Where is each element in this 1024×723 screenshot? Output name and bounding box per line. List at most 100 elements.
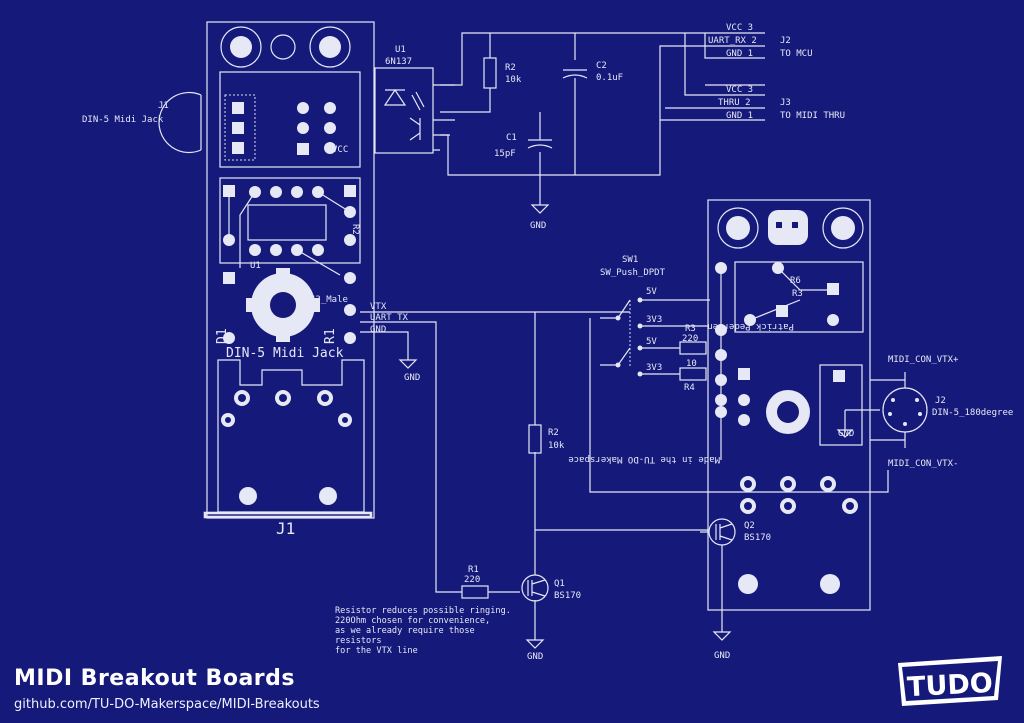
r4-value: 10	[686, 359, 697, 369]
pcb-right-silk-line1: Made in the TU-DO Makerspace	[568, 454, 720, 464]
q2-transistor: Q2 BS170 GND	[700, 518, 771, 661]
c1-symbol	[527, 139, 553, 149]
note-line: 220Ohm chosen for convenience,	[335, 616, 491, 626]
pcb-right-ref-r3: R3	[792, 289, 803, 299]
r1-ref: R1	[468, 565, 479, 575]
tudo-logo-text: TUDO	[906, 668, 993, 703]
j2-right-value: DIN-5_180degree	[932, 408, 1013, 418]
pcb-left-ref-vcc: VCC	[332, 145, 348, 155]
r2-top-symbol	[483, 57, 497, 89]
r4-ref: R4	[684, 383, 695, 393]
q2-symbol	[708, 518, 736, 546]
gnd-label-j2: GND	[838, 429, 854, 439]
pcb-left-silk-title: DIN-5 Midi Jack	[226, 346, 344, 361]
j2-top-pin-3: VCC 3	[726, 23, 753, 33]
pcb-left-outline	[206, 21, 375, 519]
c2-ref: C2	[596, 61, 607, 71]
c1-ref: C1	[506, 133, 517, 143]
gnd-symbol	[530, 204, 550, 214]
sw1-switch: SW1 SW_Push_DPDT 5V 3V3 5V 3V3 R3 220 10…	[589, 255, 889, 493]
j2-top-value: TO MCU	[780, 49, 813, 59]
r3-ref: R3	[685, 324, 696, 334]
j1-ref: J1	[158, 101, 169, 111]
r2-mid-ref: R2	[548, 428, 559, 438]
mount-hole-icon	[230, 36, 252, 58]
pcb-left-ref-r1: R1	[323, 328, 338, 344]
r3-value: 220	[682, 334, 698, 344]
gnd-label-left: GND	[404, 373, 420, 383]
u1-optocoupler: U1 6N137	[374, 45, 455, 154]
j2-top-ref: J2	[780, 36, 791, 46]
j2-right-ref: J2	[935, 396, 946, 406]
j2-top-connector: VCC 3 UART_RX 2 GND 1 J2 TO MCU VCC 3 TH…	[708, 23, 845, 121]
net-vtx: VTX	[370, 302, 387, 312]
ghost-logo-icon	[768, 210, 808, 245]
mount-hole-icon	[319, 36, 341, 58]
u1-value: 6N137	[385, 57, 412, 67]
gnd-label-q1: GND	[527, 652, 543, 662]
r2-top-value: 10k	[505, 75, 522, 85]
gnd-label-top: GND	[530, 221, 546, 231]
pcb-left-board-label: J1	[276, 519, 295, 538]
pcb-right-ref-r6: R6	[790, 276, 801, 286]
q1-value: BS170	[554, 591, 581, 601]
q1-ref: Q1	[554, 579, 565, 589]
pcb-left-edge	[203, 511, 373, 519]
page-title: MIDI Breakout Boards	[14, 666, 295, 691]
r2-mid-symbol	[528, 424, 542, 454]
j1-value: DIN-5 Midi Jack	[82, 115, 164, 125]
r2-mid-value: 10k	[548, 441, 565, 451]
q2-ref: Q2	[744, 521, 755, 531]
q1-symbol	[521, 574, 549, 602]
sw1-pin-3v3-b: 3V3	[646, 363, 662, 373]
r3-symbol	[679, 341, 707, 355]
sw1-pin-3v3-a: 3V3	[646, 315, 662, 325]
j3-value: TO MIDI THRU	[780, 111, 845, 121]
r2-top-ref: R2	[505, 63, 516, 73]
sw1-ref: SW1	[622, 255, 638, 265]
top-wiring: R2 10k C2 0.1uF C1 15pF GND	[440, 32, 765, 231]
j1-din-jack-symbol: J1 DIN-5 Midi Jack	[82, 91, 202, 154]
q2-value: BS170	[744, 533, 771, 543]
c1-value: 15pF	[494, 149, 516, 159]
pcb-left-ref-u1: U1	[250, 261, 261, 271]
j2-right-din-symbol: MIDI_CON_VTX+ MIDI_CON_VTX- J2 DIN-5_180…	[836, 355, 1013, 469]
j3-pin-3: VCC 3	[726, 85, 753, 95]
note-line: as we already require those resistors	[335, 626, 475, 646]
r4-symbol	[679, 367, 707, 381]
r1-value: 220	[464, 575, 480, 585]
tudo-logo: TUDO	[898, 656, 1002, 706]
resistor-note: Resistor reduces possible ringing. 220Oh…	[335, 606, 525, 656]
j3-ref: J3	[780, 98, 791, 108]
gnd-label-q2: GND	[714, 651, 730, 661]
j2-top-pin-2: UART_RX 2	[708, 36, 757, 46]
r1-symbol	[461, 585, 489, 599]
j3-pin-2: THRU 2	[718, 98, 751, 108]
net-midi-con-vtx-plus: MIDI_CON_VTX+	[888, 355, 959, 365]
net-midi-con-vtx-minus: MIDI_CON_VTX-	[888, 459, 958, 469]
u1-ref: U1	[395, 45, 406, 55]
c2-symbol	[562, 69, 588, 79]
c2-value: 0.1uF	[596, 73, 623, 83]
note-line: Resistor reduces possible ringing.	[335, 606, 511, 616]
mount-hole-icon	[831, 216, 855, 240]
note-line: for the VTX line	[335, 646, 418, 656]
j2-top-pin-1: GND 1	[726, 49, 753, 59]
pcb-left: DIN-5 Midi Jack J1 J3_Male D1 R1 R2 U1 V…	[203, 21, 375, 538]
repo-link[interactable]: github.com/TU-DO-Makerspace/MIDI-Breakou…	[14, 697, 320, 712]
sw1-value: SW_Push_DPDT	[600, 268, 666, 278]
pcb-right-silk-line2: Patrick Pedersen	[707, 321, 794, 331]
mount-hole-icon	[726, 216, 750, 240]
pcb-left-ref-r2: R2	[350, 224, 360, 235]
pcb-right: Patrick Pedersen Made in the TU-DO Maker…	[568, 199, 871, 611]
pcb-left-ref-d1: D1	[215, 328, 230, 344]
net-gnd: GND	[370, 325, 386, 335]
pcb-right-outline	[707, 199, 871, 611]
sw1-pin-5v-a: 5V	[646, 287, 657, 297]
sw1-pin-5v-b: 5V	[646, 337, 657, 347]
net-uart-tx: UART_TX	[370, 313, 409, 323]
j3-pin-1: GND 1	[726, 111, 753, 121]
pcb-left-header-label: J3_Male	[310, 295, 348, 305]
